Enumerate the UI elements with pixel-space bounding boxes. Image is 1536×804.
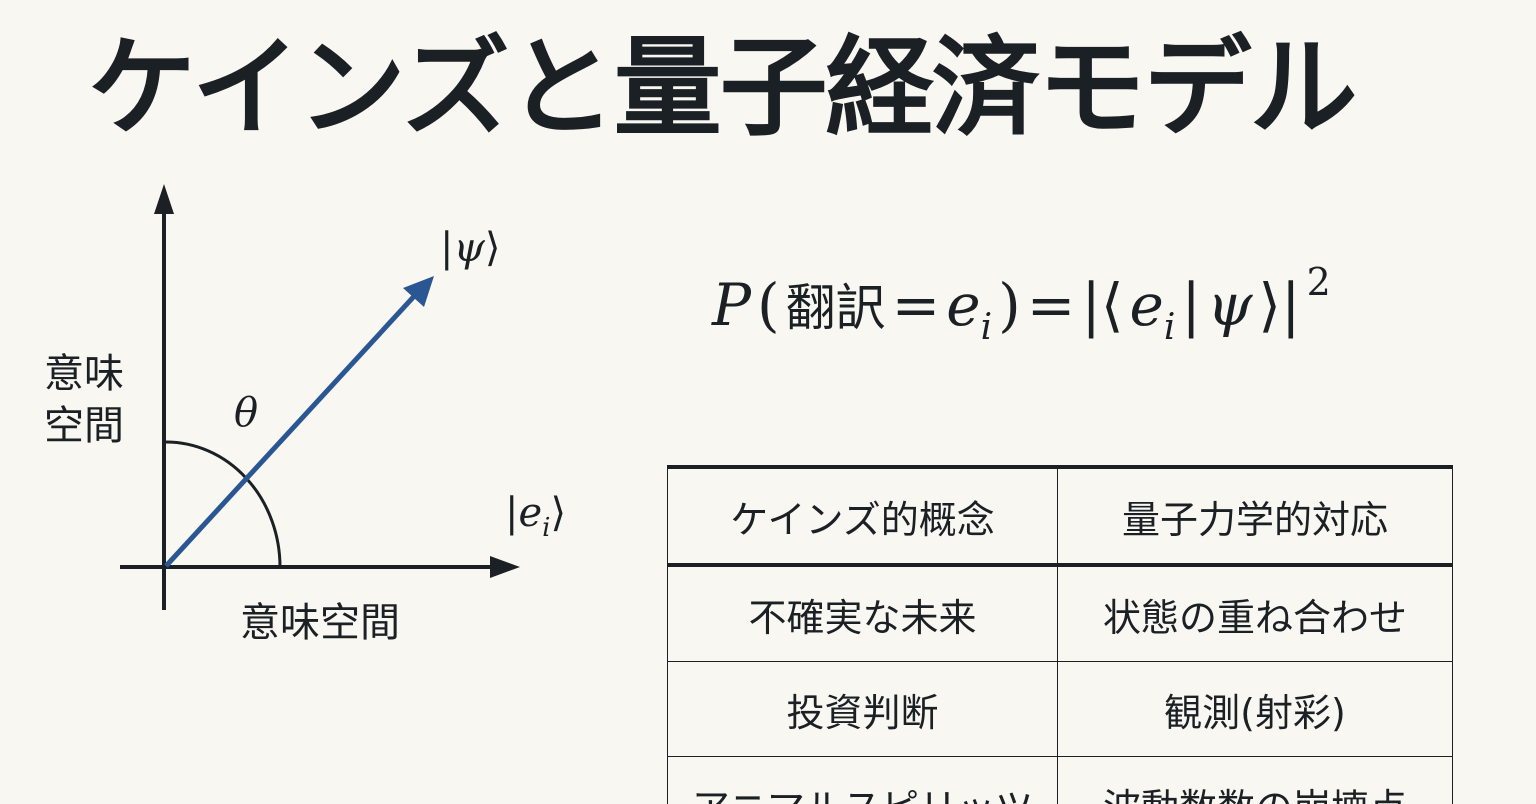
formula-paren: (	[757, 271, 780, 339]
psi-ket-label: |ψ⟩	[440, 225, 500, 271]
x-axis-label: 意味空間	[240, 600, 400, 646]
formula-psi: ψ	[1206, 271, 1253, 339]
header-quantum-correspondence: 量子力学的対応	[1057, 465, 1453, 567]
formula-e: e	[1129, 271, 1164, 339]
table-cell: 状態の重ね合わせ	[1057, 565, 1453, 662]
y-axis-label: 意味空間	[44, 351, 124, 449]
probability-formula: P ( 翻訳 = ei ) = |⟨ ei | ψ ⟩| 2	[712, 260, 1331, 348]
formula-i: i	[980, 307, 993, 348]
i-subscript: i	[542, 513, 551, 543]
formula-bar: |	[1181, 271, 1201, 339]
ket-close: ⟩	[550, 490, 567, 536]
table-cell: 観測(射彩)	[1057, 661, 1453, 757]
formula-i: i	[1163, 307, 1176, 348]
formula-equals: =	[1026, 271, 1076, 339]
psi-symbol: ψ	[453, 225, 485, 271]
ket-bar: |	[505, 490, 519, 536]
ket-bar: |	[440, 225, 454, 271]
x-axis-arrowhead-icon	[490, 556, 520, 578]
table-row: アニマルスピリッツ 波動数数の崩壊点	[667, 756, 1453, 804]
ket-close: ⟩	[484, 225, 501, 271]
theta-label: θ	[234, 390, 259, 436]
correspondence-table: ケインズ的概念 量子力学的対応 不確実な未来 状態の重ね合わせ 投資判断 観測(…	[667, 465, 1453, 804]
formula-e: e	[946, 271, 981, 339]
y-axis-arrowhead-icon	[154, 184, 174, 214]
state-vector-arrowhead-icon	[403, 276, 434, 307]
formula-bra-open: |⟨	[1081, 271, 1124, 339]
axes-and-vector	[120, 184, 520, 610]
page-title: ケインズと量子経済モデル	[88, 26, 1358, 151]
state-vector	[164, 290, 420, 568]
formula-ket-close: ⟩|	[1258, 271, 1301, 339]
formula-exponent: 2	[1306, 260, 1331, 304]
table-cell: 不確実な未来	[667, 565, 1058, 662]
vector-diagram	[0, 170, 620, 650]
table-row: 不確実な未来 状態の重ね合わせ	[667, 565, 1453, 662]
header-keynes-concept: ケインズ的概念	[667, 465, 1058, 567]
ei-ket-label: |ei⟩	[505, 490, 566, 543]
table-cell: 波動数数の崩壊点	[1057, 756, 1453, 804]
e-symbol: e	[518, 490, 543, 536]
table-cell: 投資判断	[667, 661, 1058, 757]
table-row: 投資判断 観測(射彩)	[667, 661, 1453, 757]
formula-equals: =	[891, 271, 941, 339]
table-header-row: ケインズ的概念 量子力学的対応	[667, 465, 1453, 567]
formula-kanji: 翻訳	[785, 279, 886, 337]
table-cell: アニマルスピリッツ	[667, 756, 1058, 804]
formula-P: P	[712, 271, 752, 339]
formula-paren: )	[998, 271, 1021, 339]
